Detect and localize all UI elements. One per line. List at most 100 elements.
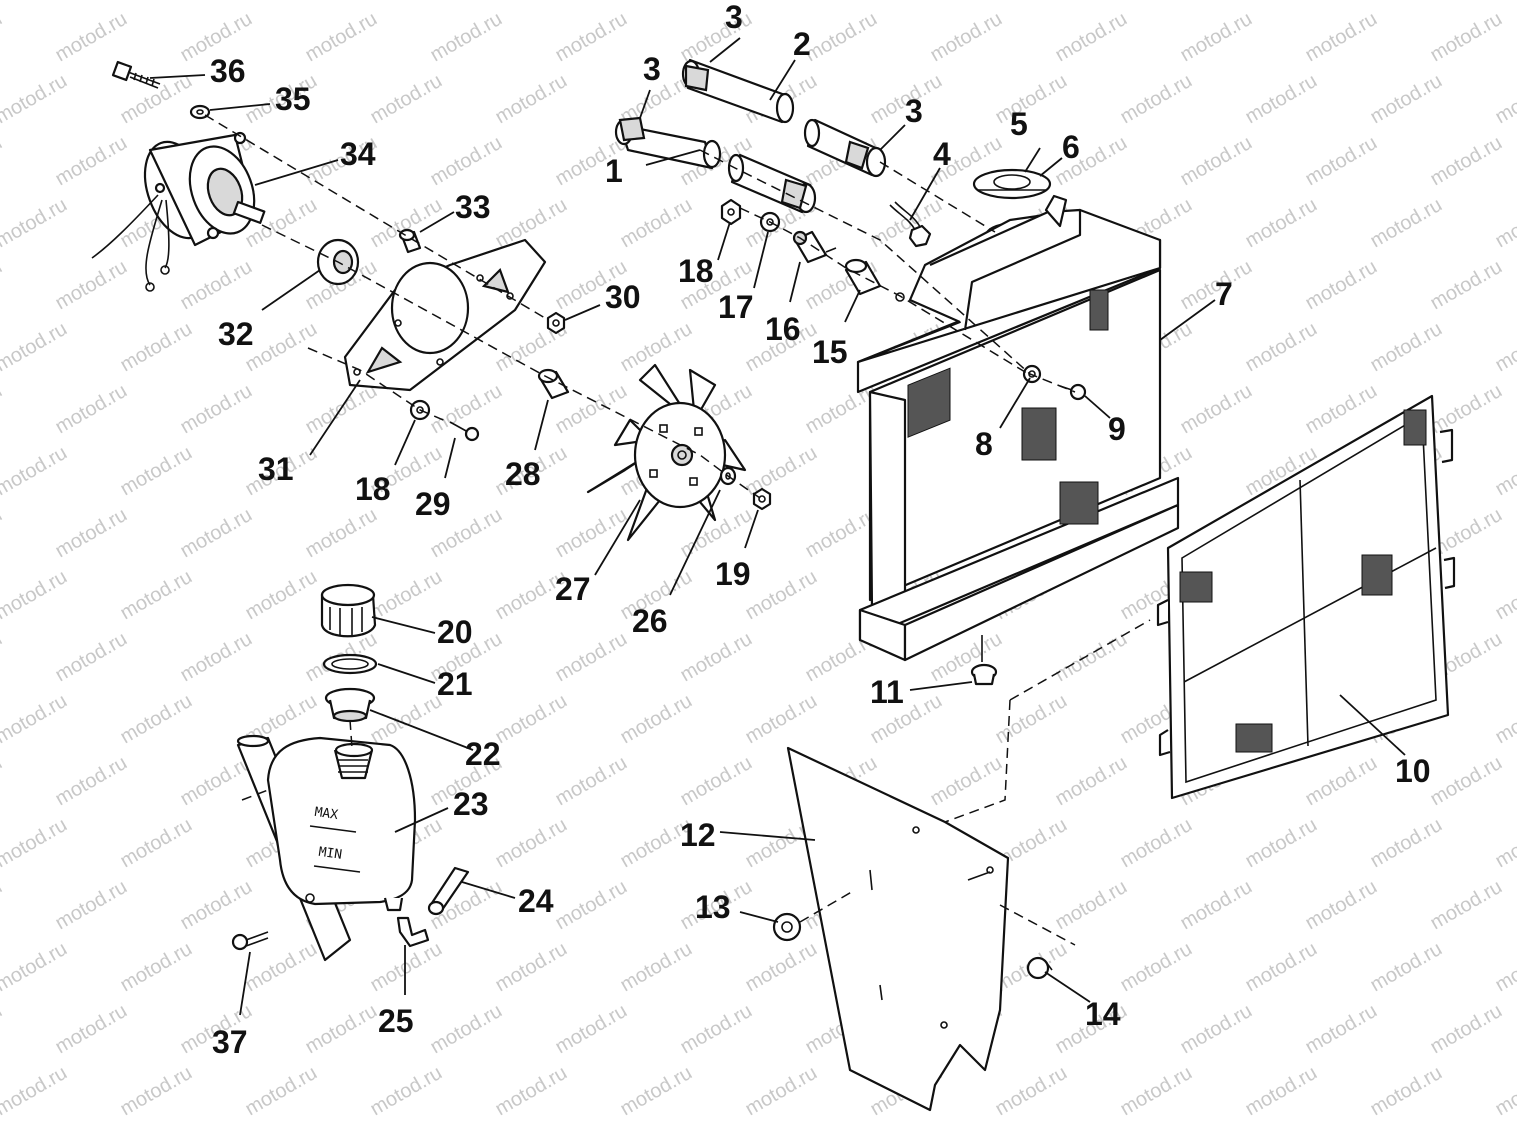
watermark-text: motod.ru <box>1117 0 1196 4</box>
washer-29 <box>189 104 211 120</box>
watermark-text: motod.ru <box>177 504 256 563</box>
callout-33: 22 <box>465 736 501 772</box>
plug-14 <box>1026 956 1053 980</box>
watermark-text: motod.ru <box>242 938 321 997</box>
watermark-text: motod.ru <box>367 938 446 997</box>
callout-17: 17 <box>718 289 754 325</box>
watermark-text: motod.ru <box>52 752 131 811</box>
watermark-text: motod.ru <box>1177 132 1256 191</box>
watermark-text: motod.ru <box>427 380 506 439</box>
watermark-text: motod.ru <box>1302 8 1381 67</box>
watermark-text: motod.ru <box>1367 938 1446 997</box>
tank-min-mark: MIN <box>318 845 343 863</box>
radiator-screen <box>1156 394 1456 800</box>
watermark-text: motod.ru <box>992 70 1071 129</box>
watermark-text: motod.ru <box>177 256 256 315</box>
watermark-text: motod.ru <box>1177 1000 1256 1059</box>
watermark-text: motod.ru <box>552 8 631 67</box>
watermark-text: motod.ru <box>117 70 196 129</box>
watermark-text: motod.ru <box>492 690 571 749</box>
sleeve-15 <box>844 258 882 296</box>
callout-5: 5 <box>1010 106 1028 142</box>
watermark-text: motod.ru <box>492 70 571 129</box>
nut-19 <box>752 487 772 511</box>
watermark-text: motod.ru <box>52 1000 131 1059</box>
hose-2 <box>681 58 795 124</box>
watermark-text: motod.ru <box>1242 938 1321 997</box>
watermark-text: motod.ru <box>0 938 71 997</box>
watermark-text: motod.ru <box>0 752 6 811</box>
callout-21: 27 <box>555 571 591 607</box>
callout-15: 15 <box>812 334 848 370</box>
callout-12: 12 <box>680 817 716 853</box>
watermark-text: motod.ru <box>617 0 696 4</box>
watermark-text: motod.ru <box>0 1000 6 1059</box>
callout-3-right: 3 <box>905 93 923 129</box>
watermark-text: motod.ru <box>1177 876 1256 935</box>
watermark-text: motod.ru <box>1242 814 1321 873</box>
callout-14: 14 <box>1085 996 1121 1032</box>
watermark-text: motod.ru <box>1302 752 1381 811</box>
watermark-text: motod.ru <box>1427 1000 1506 1059</box>
watermark-text: motod.ru <box>242 0 321 4</box>
watermark-text: motod.ru <box>492 194 571 253</box>
callout-35: 24 <box>518 883 554 919</box>
watermark-text: motod.ru <box>492 814 571 873</box>
watermark-text: motod.ru <box>1302 876 1381 935</box>
watermark-text: motod.ru <box>1427 132 1506 191</box>
radiator <box>856 194 1180 662</box>
watermark-text: motod.ru <box>1492 690 1517 749</box>
watermark-text: motod.ru <box>52 380 131 439</box>
watermark-text: motod.ru <box>367 1062 446 1121</box>
screw-23 <box>449 421 480 442</box>
watermark-text: motod.ru <box>742 938 821 997</box>
bolt-30 <box>111 60 161 89</box>
watermark-text: motod.ru <box>927 8 1006 67</box>
hose-right-upper <box>803 118 887 178</box>
watermark-text: motod.ru <box>1427 876 1506 935</box>
watermark-text: motod.ru <box>1052 8 1131 67</box>
cooling-fan <box>586 363 747 542</box>
watermark-text: motod.ru <box>742 442 821 501</box>
callout-28: 34 <box>340 136 376 172</box>
watermark-text: motod.ru <box>1242 318 1321 377</box>
callout-4: 4 <box>933 136 951 172</box>
watermark-text: motod.ru <box>1302 256 1381 315</box>
watermark-text: motod.ru <box>242 1062 321 1121</box>
callout-1: 1 <box>605 153 623 189</box>
watermark-text: motod.ru <box>867 194 946 253</box>
watermark-text: motod.ru <box>1117 938 1196 997</box>
leader-lines <box>149 37 1406 1016</box>
watermark-text: motod.ru <box>0 504 6 563</box>
bolt-37 <box>231 931 269 951</box>
watermark-text: motod.ru <box>1492 938 1517 997</box>
tank-max-mark: MAX <box>314 805 340 823</box>
watermark-text: motod.ru <box>742 566 821 625</box>
callout-31: 20 <box>437 614 473 650</box>
callout-18-lower: 18 <box>355 471 391 507</box>
grommet-11 <box>970 635 998 686</box>
hose-middle <box>727 153 817 214</box>
callout-30: 36 <box>210 53 246 89</box>
callout-29: 35 <box>275 81 311 117</box>
watermark-text: motod.ru <box>552 752 631 811</box>
callout-18-upper: 18 <box>678 253 714 289</box>
callout-20: 26 <box>632 603 668 639</box>
watermark-text: motod.ru <box>52 504 131 563</box>
watermark-text: motod.ru <box>552 876 631 935</box>
watermark-text: motod.ru <box>117 0 196 4</box>
callout-10: 10 <box>1395 753 1431 789</box>
watermark-text: motod.ru <box>0 318 71 377</box>
watermark-text: motod.ru <box>0 690 71 749</box>
watermark-text: motod.ru <box>0 566 71 625</box>
watermark-text: motod.ru <box>1492 194 1517 253</box>
hose-1 <box>614 116 722 170</box>
watermark-text: motod.ru <box>1177 8 1256 67</box>
watermark-text: motod.ru <box>0 70 71 129</box>
watermark-text: motod.ru <box>1492 442 1517 501</box>
watermark-text: motod.ru <box>0 0 71 4</box>
watermark-text: motod.ru <box>117 318 196 377</box>
watermark-text: motod.ru <box>1242 0 1321 4</box>
watermark-text: motod.ru <box>802 8 881 67</box>
watermark-text: motod.ru <box>302 504 381 563</box>
